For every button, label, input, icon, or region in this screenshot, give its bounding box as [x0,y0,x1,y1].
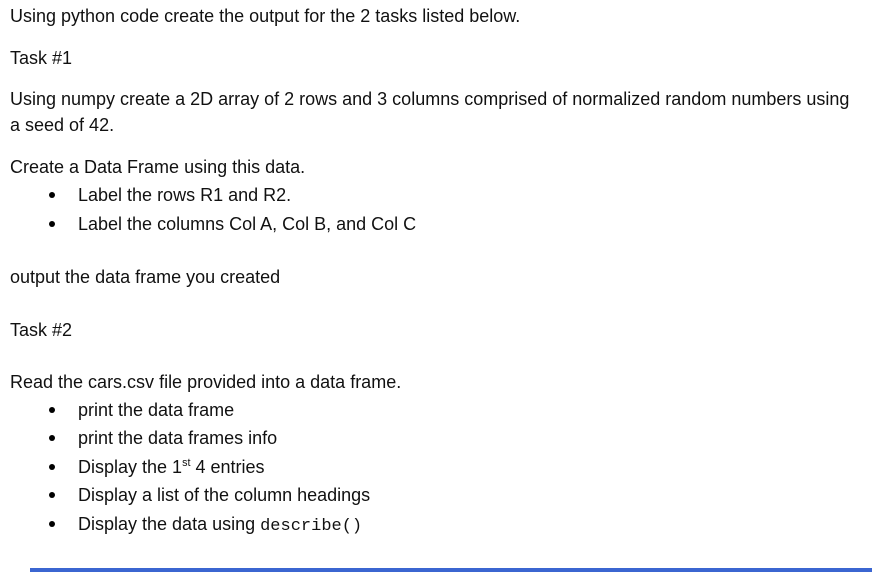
task1-heading: Task #1 [10,48,73,68]
bullet-item: Display a list of the column headings [10,482,860,508]
bullet-text-prefix: Display the data using [78,513,261,534]
task2-heading: Task #2 [10,319,73,340]
task1-array-instruction: Using numpy create a 2D array of 2 rows … [10,89,850,135]
bullet-item: print the data frames info [10,425,860,451]
bullet-item: Display the data using describe() [10,511,860,540]
bullet-text-suffix: 4 entries [190,456,265,477]
bullet-item: Label the columns Col A, Col B, and Col … [10,211,860,237]
bullet-item: Label the rows R1 and R2. [10,182,860,208]
task2-bullet-list: print the data frame print the data fram… [10,397,860,540]
intro-text: Using python code create the output for … [10,6,521,26]
task1-output-note: output the data frame you created [10,266,281,287]
bullet-item: Display the 1st 4 entries [10,454,860,480]
task2-read-instruction: Read the cars.csv file provided into a d… [10,371,402,392]
superscript-ordinal: st [182,456,191,469]
bullet-text-prefix: Display the 1 [78,456,183,477]
bottom-blue-rule [30,568,872,572]
task1-bullet-list: Label the rows R1 and R2. Label the colu… [10,182,860,237]
bullet-item: print the data frame [10,397,860,423]
task1-dataframe-instruction: Create a Data Frame using this data. [10,157,306,177]
describe-code: describe() [260,516,363,536]
